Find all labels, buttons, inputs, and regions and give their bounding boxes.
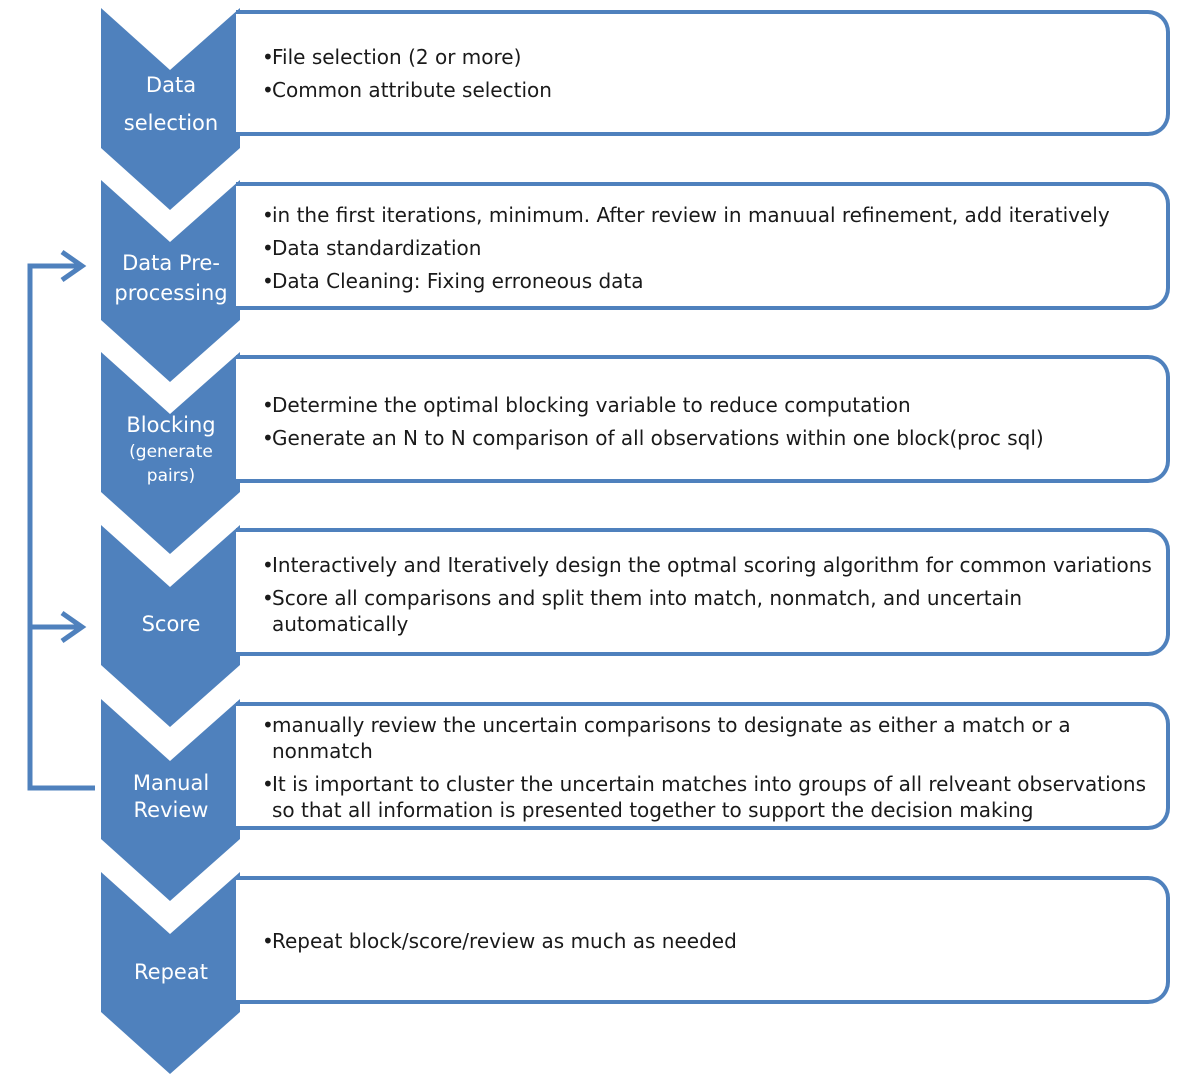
bullet-list: •manually review the uncertain compariso…: [262, 712, 1158, 830]
loop-line: [27, 263, 95, 791]
chevron-data-preprocessing: [101, 180, 240, 382]
step-label-blocking: Blocking (generate pairs): [126, 413, 216, 486]
bullet-item: •Determine the optimal blocking variable…: [262, 393, 911, 417]
step-box-data-preprocessing: •in the first iterations, minimum. After…: [236, 182, 1170, 310]
step-box-data-selection: •File selection (2 or more) •Common attr…: [236, 10, 1170, 136]
step-box-repeat: •Repeat block/score/review as much as ne…: [236, 876, 1170, 1004]
step-label-manual-review: Manual Review: [132, 771, 210, 822]
bullet-item: •It is important to cluster the uncertai…: [262, 772, 1146, 822]
bullet-item: •Common attribute selection: [262, 78, 552, 102]
loop-arrowhead-score: [60, 610, 87, 644]
step-label-data-selection: Data selection: [123, 73, 219, 135]
chevron-repeat: [101, 872, 240, 1074]
chevron-manual-review: [101, 699, 240, 901]
bullet-item: •in the first iterations, minimum. After…: [262, 203, 1110, 227]
bullet-item: •Generate an N to N comparison of all ob…: [262, 426, 1044, 450]
bullet-list: •Repeat block/score/review as much as ne…: [262, 928, 1158, 961]
bullet-item: •File selection (2 or more): [262, 45, 522, 69]
step-box-blocking: •Determine the optimal blocking variable…: [236, 355, 1170, 483]
chevron-data-selection: [101, 8, 240, 210]
bullet-item: •Data Cleaning: Fixing erroneous data: [262, 269, 644, 293]
bullet-list: •File selection (2 or more) •Common attr…: [262, 44, 1158, 110]
step-label-repeat: Repeat: [134, 960, 208, 984]
step-box-score: •Interactively and Iteratively design th…: [236, 528, 1170, 656]
feedback-loop-arrow: [27, 249, 95, 791]
bullet-item: •Interactively and Iteratively design th…: [262, 553, 1152, 577]
bullet-list: •Determine the optimal blocking variable…: [262, 392, 1158, 458]
bullet-item: •Score all comparisons and split them in…: [262, 586, 1023, 636]
bullet-item: •Data standardization: [262, 236, 482, 260]
chevron-blocking: [101, 352, 240, 554]
step-box-manual-review: •manually review the uncertain compariso…: [236, 702, 1170, 830]
bullet-item: •Repeat block/score/review as much as ne…: [262, 929, 737, 953]
bullet-item: •manually review the uncertain compariso…: [262, 713, 1071, 763]
step-label-data-preprocessing: Data Pre- processing: [114, 251, 228, 305]
bullet-list: •Interactively and Iteratively design th…: [262, 552, 1158, 644]
step-label-score: Score: [141, 612, 201, 636]
chevron-score: [101, 525, 240, 727]
bullet-list: •in the first iterations, minimum. After…: [262, 202, 1158, 301]
loop-arrowhead-top: [60, 249, 87, 283]
